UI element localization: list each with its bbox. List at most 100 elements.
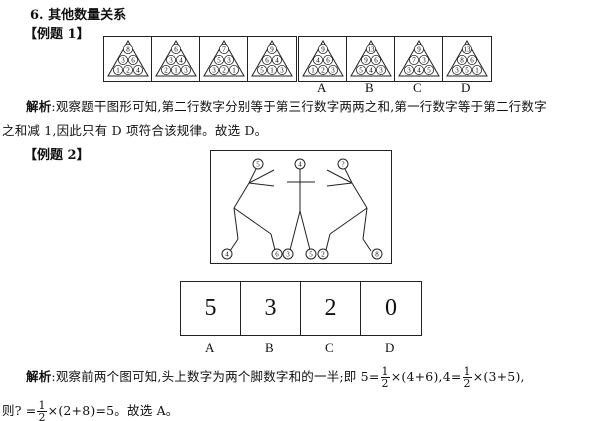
- foot-circle-f2-left: 3: [282, 248, 294, 260]
- number-circle: 13: [461, 44, 472, 54]
- number-circle: 3: [117, 54, 128, 65]
- svg-text:2: 2: [126, 67, 130, 75]
- analysis-text: ×(2+8)=5。故选 A。: [47, 403, 179, 418]
- svg-text:3: 3: [212, 67, 216, 75]
- svg-text:3: 3: [227, 57, 231, 65]
- number-circle: 9: [413, 44, 424, 54]
- number-circle: 9: [360, 54, 371, 65]
- svg-text:4: 4: [136, 67, 140, 75]
- svg-text:2: 2: [222, 67, 226, 75]
- svg-text:6: 6: [326, 57, 330, 65]
- svg-text:1: 1: [270, 67, 274, 75]
- option-a-cell[interactable]: 5: [181, 282, 241, 335]
- svg-text:13: 13: [368, 46, 376, 54]
- svg-text:1: 1: [116, 67, 120, 75]
- svg-text:1: 1: [174, 67, 178, 75]
- number-circle: 6: [127, 54, 138, 65]
- number-circle: 6: [261, 54, 272, 65]
- svg-text:4: 4: [298, 161, 302, 169]
- foot-circle-f1-left: 4: [221, 248, 233, 260]
- svg-text:2: 2: [164, 67, 168, 75]
- svg-text:3: 3: [331, 67, 335, 75]
- example2-option-strip: 5 3 2 0: [180, 281, 422, 336]
- svg-text:7: 7: [412, 57, 416, 65]
- svg-text:3: 3: [184, 67, 188, 75]
- svg-text:5: 5: [256, 161, 260, 169]
- number-circle: 8: [456, 54, 467, 65]
- number-circle: 1: [112, 64, 123, 75]
- number-circle: 8: [122, 44, 133, 54]
- number-circle: 1: [170, 64, 181, 75]
- number-circle: 7: [408, 54, 419, 65]
- foot-circle-f3-right: 8: [371, 248, 383, 260]
- svg-text:9: 9: [321, 46, 325, 54]
- example1-analysis-line1: 解析:观察题干图形可知,第二行数字分别等于第三行数字两两之和,第一行数字等于第二…: [26, 96, 547, 115]
- option-label: C: [413, 80, 422, 95]
- svg-text:4: 4: [417, 67, 421, 75]
- analysis-text: ×(3+5),: [472, 369, 525, 384]
- svg-text:4: 4: [369, 67, 373, 75]
- svg-text:1: 1: [232, 67, 236, 75]
- analysis-text: 则? =: [2, 403, 37, 418]
- head-circle-f1: 5: [252, 158, 264, 170]
- number-circle: 1: [471, 64, 482, 75]
- section-title: 6. 其他数量关系: [30, 8, 127, 23]
- number-circle: 5: [423, 64, 434, 75]
- svg-text:3: 3: [407, 67, 411, 75]
- analysis-text: ×(4+6),4=: [390, 369, 462, 384]
- number-circle: 6: [170, 44, 181, 54]
- svg-text:3: 3: [379, 67, 383, 75]
- svg-text:5: 5: [359, 67, 363, 75]
- svg-text:3: 3: [280, 67, 284, 75]
- number-circle: 4: [312, 54, 323, 65]
- number-circle: 2: [317, 64, 328, 75]
- number-circle: 4: [271, 54, 282, 65]
- svg-text:4: 4: [179, 57, 183, 65]
- svg-text:8: 8: [126, 46, 130, 54]
- number-circle: 5: [213, 54, 224, 65]
- svg-text:6: 6: [275, 251, 279, 259]
- svg-text:3: 3: [455, 67, 459, 75]
- example2-label: 【例题 2】: [24, 148, 90, 163]
- number-circle: 3: [208, 64, 219, 75]
- svg-text:1: 1: [311, 67, 315, 75]
- svg-text:6: 6: [470, 57, 474, 65]
- foot-circle-f1-right: 6: [271, 248, 283, 260]
- number-circle: 5: [355, 64, 366, 75]
- number-circle: 3: [418, 54, 429, 65]
- number-circle: 3: [451, 64, 462, 75]
- svg-text:4: 4: [225, 251, 229, 259]
- option-c-cell[interactable]: 2: [301, 282, 361, 335]
- option-b-cell[interactable]: 3: [241, 282, 301, 335]
- svg-text:4: 4: [316, 57, 320, 65]
- foot-circle-f3-left: 2: [317, 248, 329, 260]
- number-circle: 3: [180, 64, 191, 75]
- svg-text:8: 8: [375, 251, 379, 259]
- svg-text:3: 3: [422, 57, 426, 65]
- option-c-label: C: [325, 340, 334, 355]
- analysis-text: :观察题干图形可知,第二行数字分别等于第三行数字两两之和,第一行数字等于第二行数…: [51, 99, 547, 114]
- svg-text:2: 2: [321, 67, 325, 75]
- svg-text:3: 3: [169, 57, 173, 65]
- option-d-label: D: [385, 340, 395, 355]
- number-circle: 3: [375, 64, 386, 75]
- option-d-cell[interactable]: 0: [385, 295, 397, 321]
- number-circle: 6: [322, 54, 333, 65]
- svg-text:7: 7: [222, 46, 226, 54]
- svg-text:9: 9: [417, 46, 421, 54]
- option-label: B: [365, 80, 374, 95]
